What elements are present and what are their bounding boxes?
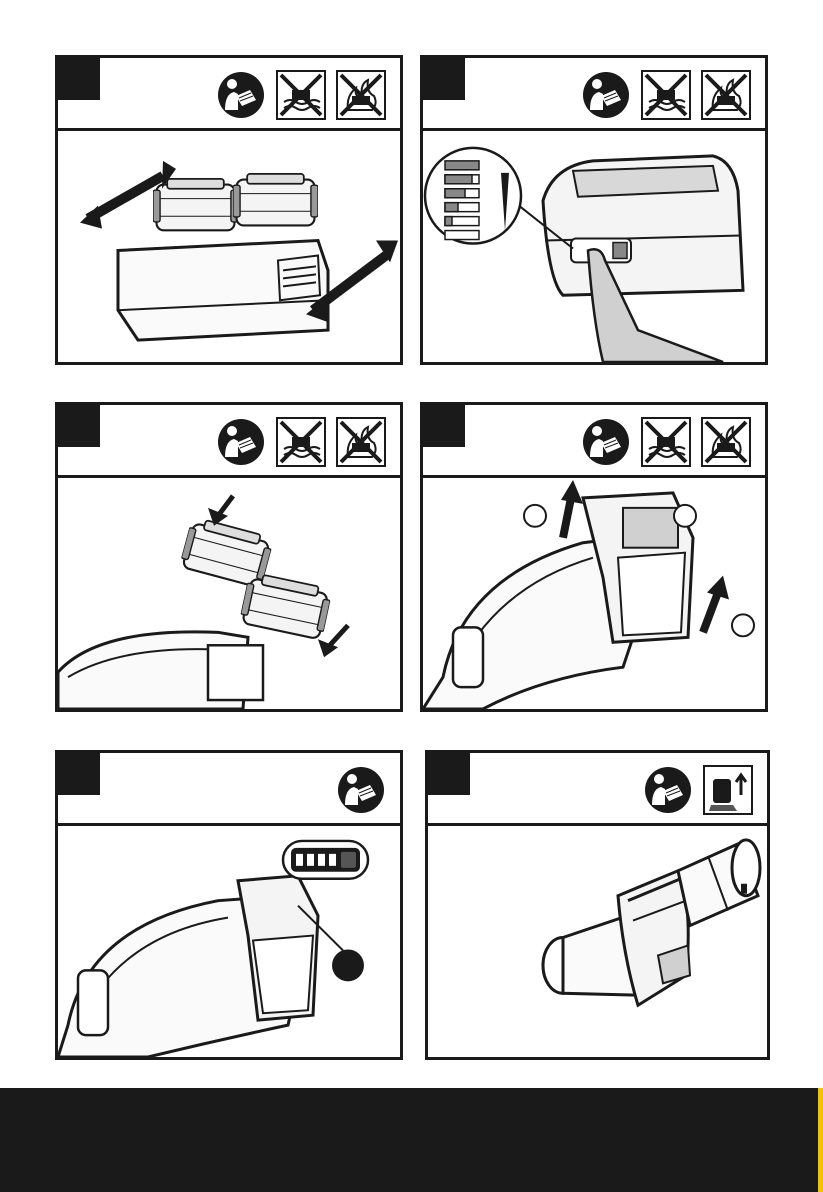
no-fire-icon <box>701 417 751 467</box>
panel-3 <box>55 402 403 712</box>
panel-6 <box>425 750 770 1060</box>
read-manual-icon <box>643 765 693 815</box>
panel-header <box>58 405 400 478</box>
blower-nozzle-illustration <box>428 826 767 1057</box>
no-fire-icon <box>336 70 386 120</box>
step-number-box <box>58 753 100 795</box>
panel-4 <box>420 402 768 712</box>
no-fire-icon <box>701 70 751 120</box>
read-manual-icon <box>581 417 631 467</box>
panel-header <box>58 58 400 131</box>
step-number-box <box>58 58 100 100</box>
battery-removal-illustration <box>423 478 765 709</box>
panel-header <box>423 58 765 131</box>
panel-5 <box>55 750 403 1060</box>
panel-header <box>423 405 765 478</box>
read-manual-icon <box>216 70 266 120</box>
read-manual-icon <box>336 765 386 815</box>
battery-insert-illustration <box>58 478 400 709</box>
charger-illustration <box>58 131 400 362</box>
footer-accent-stripe <box>818 1088 823 1192</box>
step-number-box <box>423 405 465 447</box>
tool-indicator-illustration <box>58 826 400 1057</box>
remove-battery-icon <box>703 765 753 815</box>
no-water-icon <box>641 70 691 120</box>
no-water-icon <box>641 417 691 467</box>
step-number-box <box>58 405 100 447</box>
no-fire-icon <box>336 417 386 467</box>
no-water-icon <box>276 70 326 120</box>
read-manual-icon <box>581 70 631 120</box>
panel-header <box>428 753 767 826</box>
footer-bar <box>0 1088 818 1192</box>
charge-indicator-illustration <box>423 131 765 362</box>
panel-2 <box>420 55 768 365</box>
panel-header <box>58 753 400 826</box>
step-number-box <box>428 753 470 795</box>
read-manual-icon <box>216 417 266 467</box>
no-water-icon <box>276 417 326 467</box>
panel-1 <box>55 55 403 365</box>
step-number-box <box>423 58 465 100</box>
